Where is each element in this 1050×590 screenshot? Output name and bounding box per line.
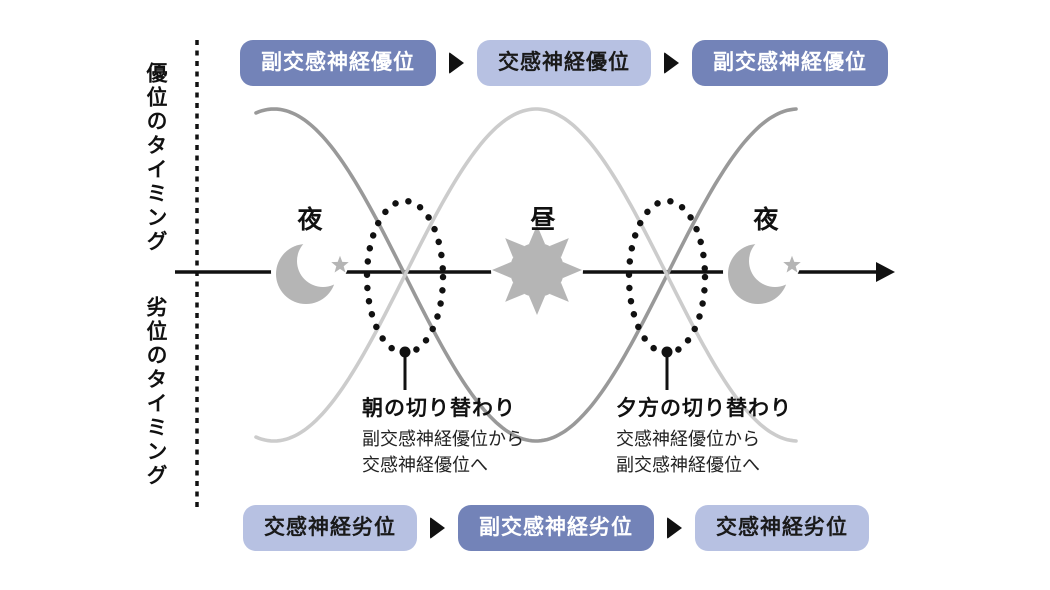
- evening-switch-line1: 交感神経優位から: [616, 429, 760, 449]
- arrow-right-icon: [664, 51, 679, 74]
- sun-icon: [491, 224, 583, 316]
- flow-box-sympathetic-inferior: 交感神経劣位: [243, 505, 417, 551]
- morning-switch-line2: 交感神経優位へ: [362, 454, 488, 475]
- arrow-right-icon: [449, 51, 464, 74]
- arrow-right-icon: [430, 516, 445, 539]
- morning-switch-title: 朝の切り替わり: [362, 397, 516, 420]
- inferior-timing-label: 劣位のタイミング: [144, 296, 167, 488]
- flow-box-parasympathetic-inferior: 副交感神経劣位: [458, 505, 654, 551]
- flow-box-parasympathetic-dominant: 副交感神経優位: [240, 40, 436, 86]
- curve-day-dominant: [254, 107, 798, 443]
- flow-box-sympathetic-dominant: 交感神経優位: [477, 40, 651, 86]
- dominance-flow-row: 副交感神経優位 交感神経優位 副交感神経優位: [240, 40, 888, 86]
- moon-icon: [271, 235, 349, 309]
- evening-switch-annotation: 夕方の切り替わり 交感神経優位から 副交感神経優位へ: [616, 392, 856, 478]
- dominant-timing-label: 優位のタイミング: [144, 62, 167, 254]
- moon-icon: [723, 235, 801, 309]
- star-icon: [331, 255, 349, 273]
- flow-box-sympathetic-inferior: 交感神経劣位: [695, 505, 869, 551]
- arrow-right-icon: [667, 516, 682, 539]
- evening-switch-line2: 副交感神経優位へ: [616, 454, 760, 475]
- night-label-right: 夜: [753, 206, 779, 234]
- inferiority-flow-row: 交感神経劣位 副交感神経劣位 交感神経劣位: [243, 505, 869, 551]
- axis-arrowhead-icon: [876, 262, 895, 282]
- morning-switch-annotation: 朝の切り替わり 副交感神経優位から 交感神経優位へ: [362, 392, 602, 478]
- morning-switch-line1: 副交感神経優位から: [362, 429, 524, 449]
- flow-box-parasympathetic-dominant: 副交感神経優位: [692, 40, 888, 86]
- night-label-left: 夜: [297, 206, 323, 234]
- evening-switch-title: 夕方の切り替わり: [616, 397, 792, 420]
- star-icon: [783, 255, 801, 273]
- annotation-connector: [399, 346, 411, 390]
- curve-night-dominant: [254, 107, 798, 443]
- annotation-connector: [661, 346, 673, 390]
- day-label: 昼: [530, 206, 556, 234]
